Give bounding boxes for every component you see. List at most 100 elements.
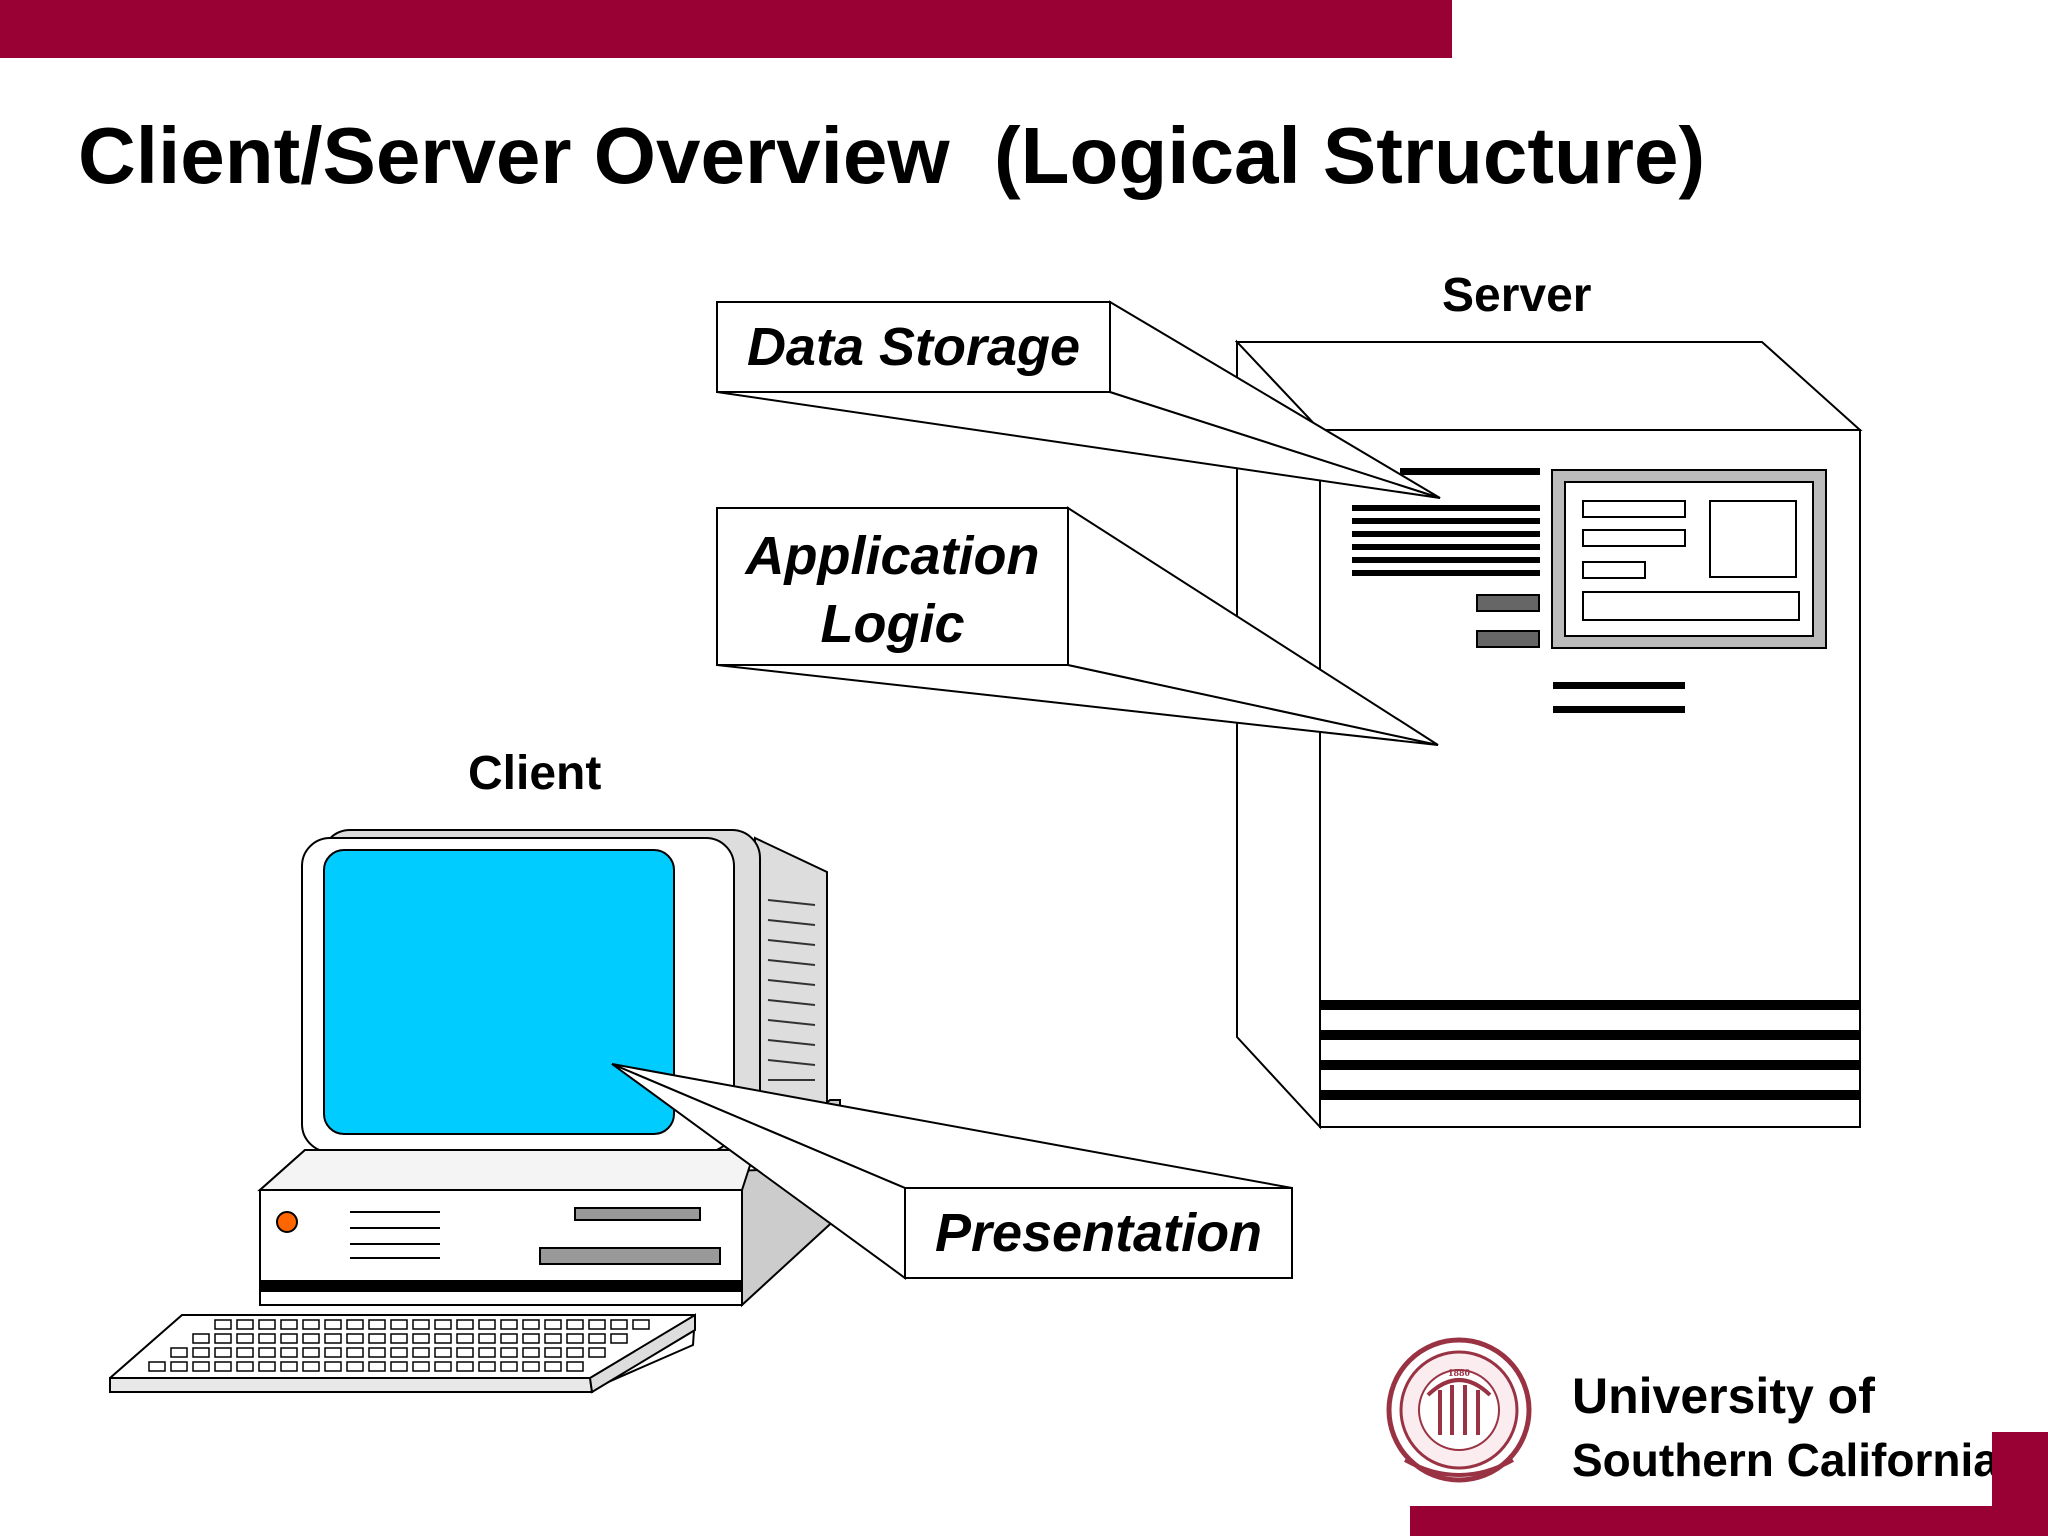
keyboard-key [258,1333,276,1344]
keyboard-key [434,1347,452,1358]
keyboard-key [566,1319,584,1330]
power-led-icon [276,1211,298,1233]
keyboard-key [280,1319,298,1330]
keyboard-key [456,1347,474,1358]
keyboard-key [566,1347,584,1358]
keyboard-key [280,1361,298,1372]
keyboard-key [434,1333,452,1344]
university-name: University of Southern California [1572,1364,1999,1492]
keyboard-key [544,1319,562,1330]
keyboard-key [236,1333,254,1344]
keyboard-key [236,1361,254,1372]
keyboard-key [456,1361,474,1372]
keyboard-key [500,1319,518,1330]
application-logic-line2: Logic [820,594,965,654]
top-brand-bar [0,0,1452,58]
keyboard-key [456,1333,474,1344]
keyboard-key [390,1361,408,1372]
keyboard-key [544,1347,562,1358]
keyboard-key [346,1319,364,1330]
keyboard-key [346,1347,364,1358]
keyboard-key [610,1333,628,1344]
keyboard-key [390,1319,408,1330]
client-screen [323,849,675,1135]
keyboard-key [544,1361,562,1372]
application-logic-label: Application Logic [717,522,1068,658]
keyboard-key [346,1361,364,1372]
data-storage-label: Data Storage [746,317,1081,377]
keyboard-key [214,1361,232,1372]
keyboard-key [588,1347,606,1358]
keyboard-key [368,1361,386,1372]
keyboard-key [324,1333,342,1344]
keyboard-key [456,1319,474,1330]
keyboard-key [478,1361,496,1372]
keyboard-key [544,1333,562,1344]
keyboard-key [214,1319,232,1330]
keyboard-key [170,1361,188,1372]
keyboard-key [214,1347,232,1358]
keyboard-key [192,1347,210,1358]
keyboard-key [478,1347,496,1358]
keyboard-key [500,1333,518,1344]
keyboard-key [412,1347,430,1358]
callout-application-logic [716,506,1439,746]
university-line1: University of [1572,1368,1875,1424]
keyboard-key [500,1361,518,1372]
server-label: Server [1442,269,1592,322]
client-label: Client [468,747,602,800]
keyboard-key [236,1347,254,1358]
keyboard-key [588,1333,606,1344]
keyboard-key [236,1319,254,1330]
keyboard-key [324,1347,342,1358]
keyboard-key [632,1319,650,1330]
keyboard-key [610,1319,628,1330]
keyboard-key [302,1361,320,1372]
keyboard-key [192,1361,210,1372]
keyboard-key [434,1319,452,1330]
keyboard-key [324,1319,342,1330]
bottom-brand-bar [1410,1506,2048,1536]
callout-presentation [611,1063,1293,1280]
slide-title: Client/Server Overview (Logical Structur… [78,111,1706,200]
university-line2: Southern California [1572,1434,1999,1486]
keyboard-key [522,1361,540,1372]
keyboard-key [214,1333,232,1344]
keyboard-key [258,1319,276,1330]
keyboard-key [478,1319,496,1330]
presentation-label: Presentation [934,1203,1263,1263]
keyboard-key [258,1347,276,1358]
server-icon [1234,339,1863,1130]
keyboard-key [258,1361,276,1372]
keyboard-key [302,1333,320,1344]
bottom-brand-corner [1992,1432,2048,1512]
keyboard-key [434,1361,452,1372]
keyboard-key [346,1333,364,1344]
keyboard-key [566,1361,584,1372]
keyboard-key [522,1333,540,1344]
keyboard-key [192,1333,210,1344]
keyboard-key [324,1361,342,1372]
keyboard-key [500,1347,518,1358]
usc-seal-icon: 1880 [1386,1337,1532,1483]
keyboard-key [412,1319,430,1330]
keyboard-key [280,1333,298,1344]
keyboard-key [390,1347,408,1358]
keyboard-key [170,1347,188,1358]
seal-year: 1880 [1448,1367,1471,1379]
keyboard-key [280,1347,298,1358]
keyboard-key [566,1333,584,1344]
keyboard-key [148,1361,166,1372]
keyboard-key [478,1333,496,1344]
keyboard-key [522,1347,540,1358]
keyboard-key [522,1319,540,1330]
callout-data-storage [716,300,1441,499]
keyboard-key [368,1347,386,1358]
keyboard-key [368,1333,386,1344]
keyboard-key [368,1319,386,1330]
keyboard-key [302,1347,320,1358]
keyboard-key [390,1333,408,1344]
application-logic-line1: Application [745,526,1040,586]
keyboard-key [588,1319,606,1330]
